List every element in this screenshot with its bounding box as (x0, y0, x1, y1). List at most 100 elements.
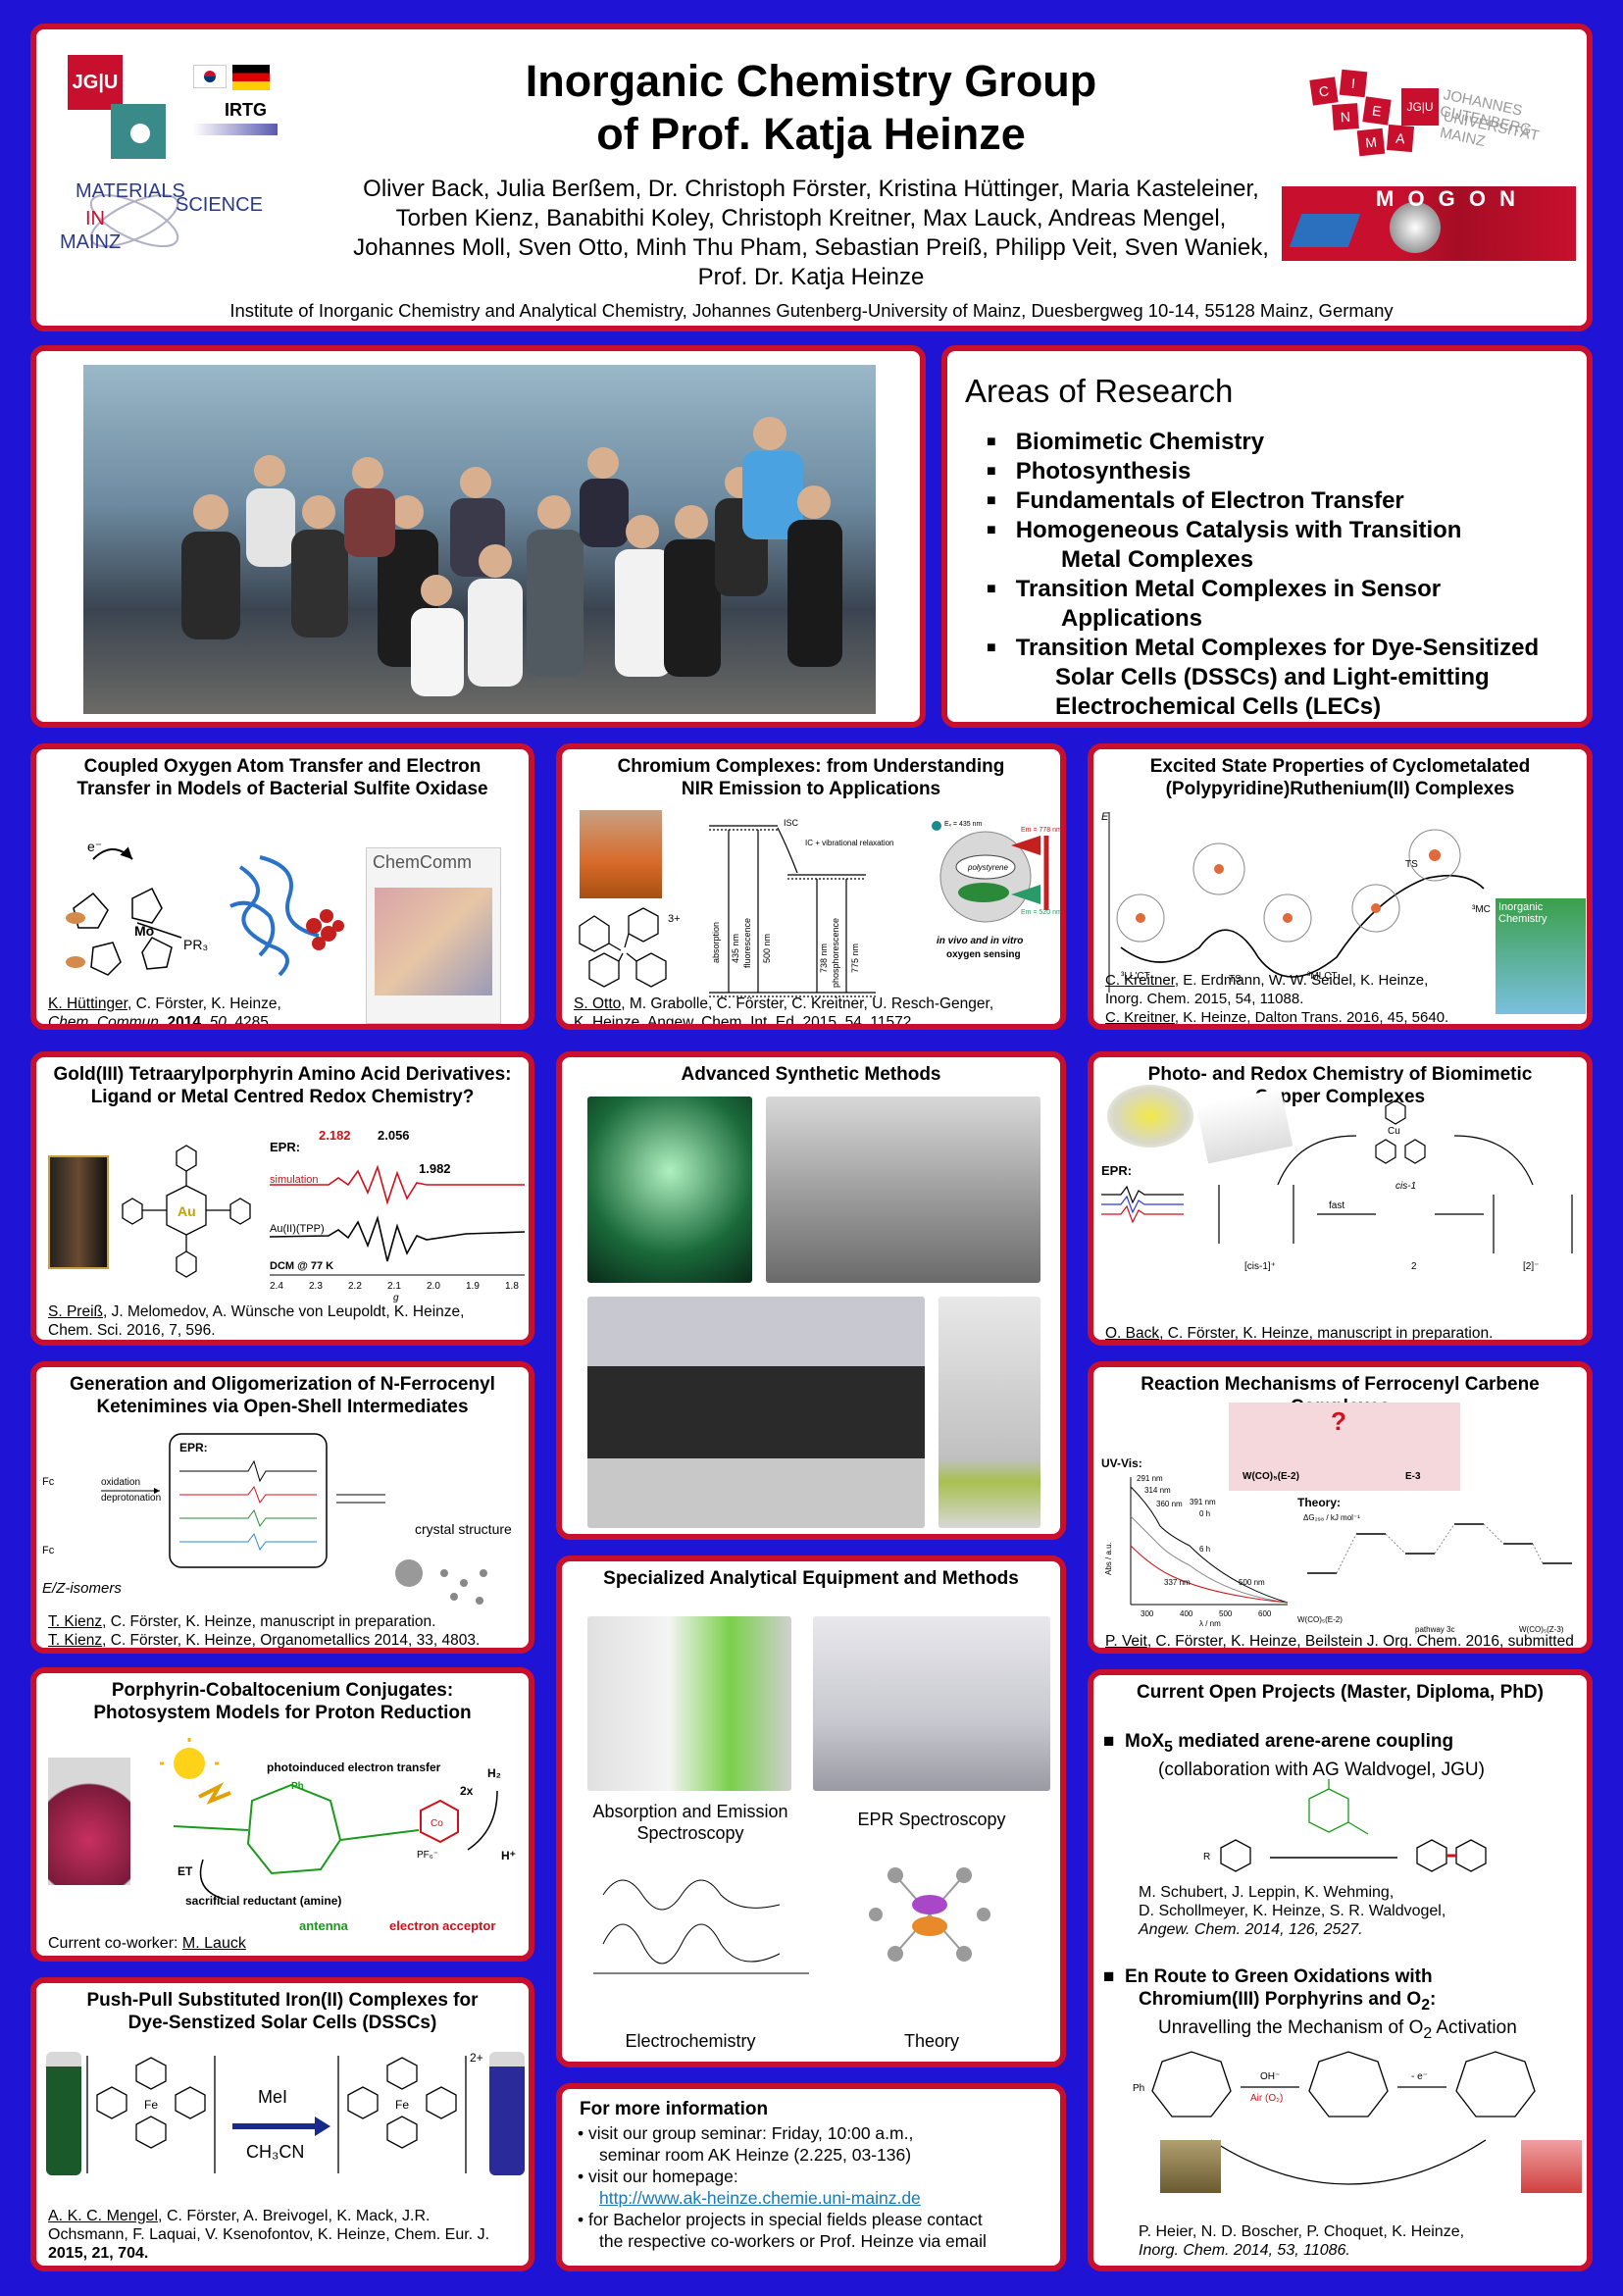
reference: O. Back, C. Förster, K. Heinze, manuscri… (1105, 1325, 1494, 1342)
charge-label: 3+ (668, 913, 681, 925)
theory-label: Theory: (1297, 1496, 1341, 1509)
mlct-label: ³MLCT (1307, 971, 1338, 982)
header-panel: JG|U IRTG MATERIALS SCIENCE IN MAINZ Ino… (30, 24, 1593, 332)
theory-energy-profile: Theory: ΔG₂₉₈ / kJ mol⁻¹ W(CO)₅(E-2) pat… (1297, 1496, 1572, 1634)
peak-label: 291 nm (1137, 1474, 1163, 1483)
reference: A. K. C. Mengel, C. Förster, A. Breivoge… (48, 2208, 490, 2262)
sensing-label: oxygen sensing (946, 949, 1021, 960)
cinema-tile: C (1309, 77, 1339, 106)
panel-title: Excited State Properties of Cyclometalat… (1149, 756, 1531, 799)
peak-label: 360 nm (1156, 1500, 1183, 1508)
x-tick: 2.3 (309, 1281, 323, 1292)
peak-label: 314 nm (1144, 1486, 1171, 1495)
panel-copper-complexes: Photo- and Redox Chemistry of Biomimetic… (1088, 1051, 1593, 1346)
reference: P. Veit, C. Förster, K. Heinze, Beilstei… (1105, 1633, 1574, 1650)
people-silhouettes (181, 417, 842, 696)
research-item: ■ Biomimetic Chemistry (987, 429, 1265, 455)
pet-label: photoinduced electron transfer (267, 1760, 441, 1774)
cuvettes-photo (587, 1616, 791, 1791)
et-label: ET (178, 1864, 193, 1878)
cinema-tile: A (1386, 124, 1415, 153)
caption-theory: Theory (903, 2031, 960, 2051)
fluorescence-label: fluorescence (742, 918, 752, 968)
porphyrin-structure: Au (122, 1145, 251, 1278)
vial-photo-right (1521, 2140, 1582, 2193)
journal-name: Inorganic Chemistry (1498, 901, 1547, 925)
panel-title: Gold(III) Tetraarylporphyrin Amino Acid … (53, 1064, 512, 1107)
y-axis-label: Abs / a.u. (1104, 1542, 1113, 1575)
energy-landscape: E ³LL'CT TS ³MLCT TS ³MC (1101, 811, 1491, 993)
mc-label: ³MC (1472, 904, 1491, 915)
germany-flag-icon (232, 65, 270, 90)
panel-title: Coupled Oxygen Atom Transfer and Electro… (76, 756, 488, 799)
fe-complex-structure: Fe (86, 2056, 216, 2173)
areas-of-research-panel: Areas of Research ■ Biomimetic Chemistry… (941, 345, 1593, 728)
e3-label: E-3 (1405, 1471, 1421, 1482)
panel-title: Generation and Oligomerization of N-Ferr… (70, 1374, 495, 1417)
pathway-label: pathway 3c (1415, 1625, 1454, 1634)
x-tick: 2.1 (387, 1281, 401, 1292)
epr-computer-photo (813, 1616, 1050, 1791)
sacrificial-label: sacrificial reductant (amine) (185, 1894, 341, 1908)
jgu-small-logo: JG|U (1401, 88, 1439, 126)
ketenimine-scheme: Fc Fc oxidation deprotonation EPR: cryst… (42, 1433, 512, 1605)
authors-line: Johannes Moll, Sven Otto, Minh Thu Pham,… (353, 234, 1269, 261)
cr-complex-structure: 3+ (579, 907, 681, 988)
cr-porphyrin-scheme: OH⁻ Air (O₂) - e⁻ Ph (1133, 2051, 1536, 2185)
fe-label: Fe (144, 2098, 158, 2112)
research-item: ■ Fundamentals of Electron Transfer (987, 487, 1404, 514)
carbene-scheme-box: ? W(CO)₅(E-2) E-3 (1229, 1403, 1460, 1491)
caption-electrochemistry: Electrochemistry (625, 2031, 756, 2051)
mogon-sphere (1390, 202, 1441, 253)
em778-label: Em = 778 nm (1021, 827, 1062, 834)
glovebox-photo (587, 1297, 925, 1528)
cinema-logo: C I N E M A JG|U JOHANNES GUTENBERG UNIV… (1309, 69, 1556, 167)
peak-label: 500 nm (1239, 1578, 1265, 1587)
absorption-label: absorption (711, 922, 721, 963)
au-label: Au (178, 1203, 196, 1219)
panel-title: Specialized Analytical Equipment and Met… (603, 1568, 1019, 1589)
ez-isomers-label: E/Z-isomers (42, 1580, 122, 1597)
simulation-label: simulation (270, 1174, 319, 1186)
llct-label: ³LL'CT (1121, 971, 1150, 982)
x-tick: 300 (1141, 1609, 1154, 1618)
g-value-label: 2.056 (378, 1128, 410, 1143)
time-label: 0 h (1199, 1509, 1210, 1518)
reference: K. Hüttinger, C. Förster, K. Heinze, Che… (48, 995, 281, 1030)
info-heading: For more information (580, 2099, 769, 2119)
copper-solution-photo (1107, 1085, 1193, 1148)
autpp-label: Au(II)(TPP) (270, 1223, 325, 1235)
homepage-link[interactable]: http://www.ak-heinze.chemie.uni-mainz.de (599, 2188, 921, 2208)
x-tick: 500 (1219, 1609, 1233, 1618)
time-label: 6 h (1199, 1545, 1210, 1554)
panel-title: Current Open Projects (Master, Diploma, … (1137, 1682, 1544, 1703)
sensor-schematic: Eₓ = 435 nm Em = 778 nm Em = 520 nm poly… (932, 821, 1062, 960)
reference: S. Preiß, J. Melomedov, A. Wünsche von L… (48, 1303, 465, 1339)
cis-label: cis-1 (1395, 1181, 1416, 1192)
info-item: the respective co-workers or Prof. Heinz… (599, 2231, 987, 2251)
co-label: Co (431, 1818, 443, 1829)
mainz-word: MAINZ (60, 231, 122, 253)
r-label: R (1203, 1852, 1210, 1862)
tube-photo (48, 1155, 109, 1269)
reference: S. Otto, M. Grabolle, C. Förster, C. Kre… (574, 995, 994, 1030)
panel-title: Photo- and Redox Chemistry of Biomimetic… (1147, 1064, 1533, 1107)
peak-label: 391 nm (1190, 1498, 1216, 1506)
ts1-label: TS (1229, 974, 1242, 985)
ex-label: Eₓ = 435 nm (944, 821, 982, 828)
science-word: SCIENCE (176, 194, 263, 216)
nm500-label: 500 nm (762, 934, 772, 963)
reference: Current co-worker: M. Lauck (48, 1935, 246, 1952)
mo-complex-structure: e⁻ Mo PR₃ (66, 839, 208, 976)
mei-label: MeI (258, 2087, 288, 2107)
x-tick: 2.0 (427, 1281, 440, 1292)
caption-epr: EPR Spectroscopy (857, 1810, 1006, 1829)
vial-photo-left (1160, 2140, 1221, 2193)
authors-line: Torben Kienz, Banabithi Koley, Christoph… (395, 205, 1227, 231)
fe-label: Fe (395, 2098, 409, 2112)
ph-label: Ph (1133, 2083, 1144, 2094)
research-heading: Areas of Research (965, 373, 1234, 409)
info-item: • for Bachelor projects in special field… (578, 2210, 983, 2229)
cinema-tile: N (1332, 103, 1359, 130)
